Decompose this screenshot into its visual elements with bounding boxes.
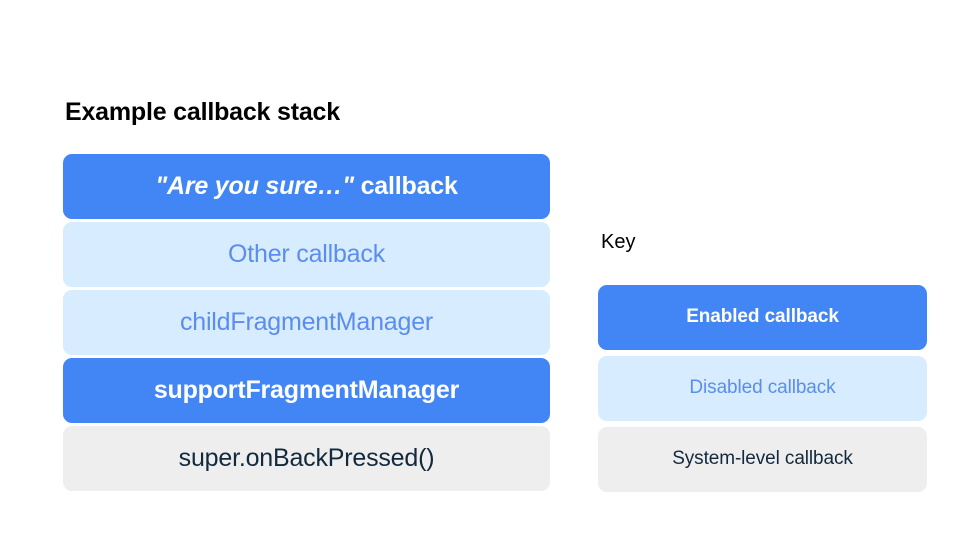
key-title: Key: [601, 231, 636, 253]
stack-item-trailing-text: callback: [353, 171, 458, 200]
stack-item-super-on-back-pressed[interactable]: super.onBackPressed(): [63, 426, 550, 491]
key-item-system-level-callback: System-level callback: [598, 427, 927, 492]
stack-item-label: "Are you sure…" callback: [155, 171, 458, 201]
stack-item-label: Other callback: [228, 239, 385, 268]
stack-item-quoted-text: "Are you sure…": [155, 171, 354, 200]
key-item-label: Enabled callback: [686, 306, 839, 328]
key-item-disabled-callback: Disabled callback: [598, 356, 927, 421]
stack-item-are-you-sure-callback[interactable]: "Are you sure…" callback: [63, 154, 550, 219]
callback-stack-section: Example callback stack "Are you sure…" c…: [63, 100, 550, 494]
page-title: Example callback stack: [65, 98, 340, 126]
stack-item-label: childFragmentManager: [179, 307, 434, 336]
stack-item-child-fragment-manager[interactable]: childFragmentManager: [63, 290, 550, 355]
stack-item-label: supportFragmentManager: [153, 375, 460, 404]
key-item-enabled-callback: Enabled callback: [598, 285, 927, 350]
stack-item-support-fragment-manager[interactable]: supportFragmentManager: [63, 358, 550, 423]
key-item-label: Disabled callback: [689, 377, 836, 399]
stack-item-other-callback[interactable]: Other callback: [63, 222, 550, 287]
stack-item-label: super.onBackPressed(): [178, 443, 435, 472]
key-item-label: System-level callback: [672, 448, 853, 470]
key-legend-section: Key Enabled callback Disabled callback S…: [598, 232, 927, 498]
